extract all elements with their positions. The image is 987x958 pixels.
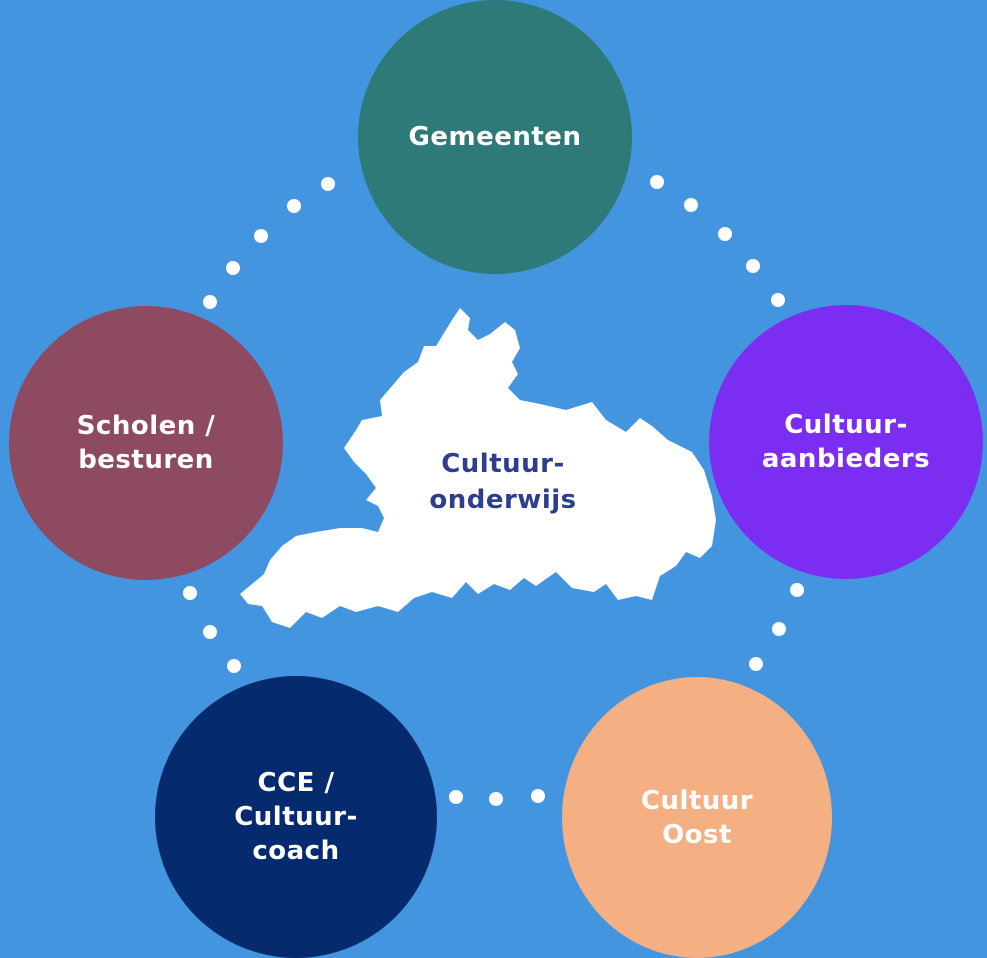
node-aanbieders-label-line-1: Cultuur-	[784, 410, 908, 440]
node-scholen-label-line-1: Scholen /	[76, 411, 216, 441]
center-label-line-1: Cultuur-	[441, 449, 565, 479]
node-oost-label-line-2: Oost	[662, 819, 732, 850]
node-oost-label-line-1: Cultuur	[640, 785, 754, 816]
connector-gemeenten-aanbieders	[650, 175, 785, 307]
connector-scholen-cce	[183, 586, 241, 673]
node-aanbieders-label-line-2: aanbieders	[761, 444, 931, 474]
center-label-cultuuronderwijs: Cultuur- onderwijs	[380, 446, 626, 518]
node-cce-label-line-3: coach	[252, 836, 340, 866]
node-scholen-besturen: Scholen / besturen	[9, 306, 283, 580]
center-label-line-2: onderwijs	[429, 485, 577, 515]
node-cultuuraanbieders: Cultuur- aanbieders	[709, 305, 983, 579]
node-cultuur-oost: Cultuur Oost	[562, 677, 832, 958]
connector-aanbieders-oost	[749, 583, 804, 671]
node-cce-label-line-1: CCE /	[257, 768, 335, 798]
connector-cce-oost	[449, 789, 545, 806]
node-gemeenten: Gemeenten	[358, 0, 632, 274]
connector-gemeenten-scholen	[203, 177, 335, 309]
node-scholen-label-line-2: besturen	[78, 445, 214, 475]
node-gemeenten-label: Gemeenten	[408, 122, 582, 152]
node-cce-label-line-2: Cultuur-	[234, 802, 358, 832]
node-cce-cultuurcoach: CCE / Cultuur- coach	[155, 676, 437, 958]
